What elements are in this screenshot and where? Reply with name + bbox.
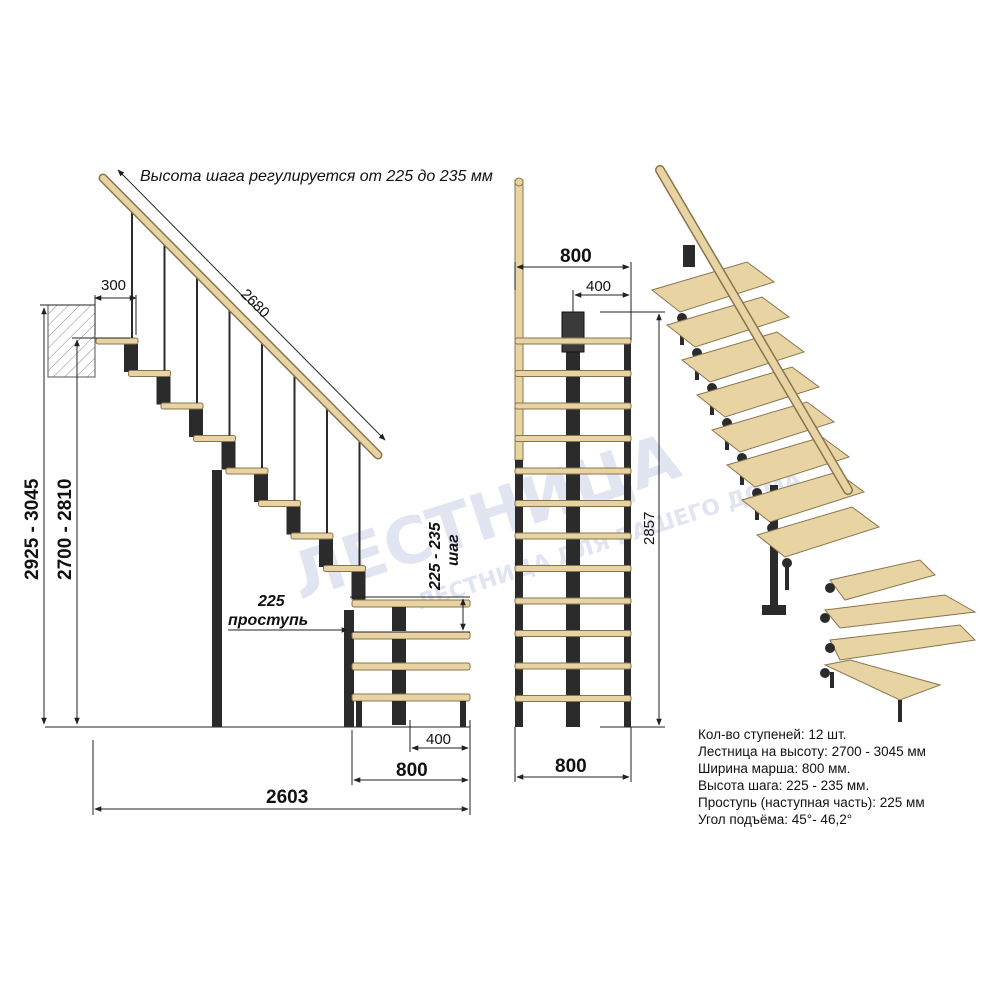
side-lower-leg (460, 701, 466, 727)
side-stringer-block (319, 539, 333, 567)
side-stringer-block (124, 344, 138, 372)
side-tread (225, 467, 269, 475)
side-stringer-block (351, 571, 366, 600)
front-treads (514, 337, 632, 702)
iso-tread (740, 471, 866, 523)
side-tread (258, 500, 301, 507)
iso-winder-tread (829, 559, 936, 601)
front-bottom-width-label: 800 (555, 756, 587, 777)
iso-joint (820, 668, 830, 678)
spec-tread: Проступь (наступная часть): 225 мм (698, 795, 925, 810)
spec-angle: Угол подъёма: 45°- 46,2° (698, 812, 853, 827)
front-tread (514, 695, 632, 702)
side-stringer-block (156, 376, 171, 405)
front-tread (514, 337, 632, 345)
front-height-label: 2857 (641, 512, 658, 545)
bottom-width-label: 800 (396, 760, 428, 781)
front-tread (514, 402, 632, 410)
side-lower-tread (351, 693, 471, 702)
height-total-label: 2925 - 3045 (22, 478, 43, 580)
front-tread (514, 565, 632, 572)
side-lower-block (392, 701, 406, 725)
front-tread (514, 597, 632, 605)
tread-width-label: 300 (101, 277, 126, 294)
side-lower-tread (351, 631, 471, 640)
step-adjust-note: Высота шага регулируется от 225 до 235 м… (140, 168, 493, 185)
rail-length-dimline (117, 169, 386, 441)
side-tread (323, 565, 366, 572)
side-stringer-block (221, 441, 236, 470)
iso-tread (755, 506, 881, 558)
tread-depth-word: проступь (228, 612, 308, 629)
front-tread (514, 435, 632, 442)
side-tread (160, 402, 204, 410)
front-tread (514, 630, 632, 637)
side-lower-tread (351, 662, 471, 671)
iso-winder-tread (824, 594, 977, 629)
iso-joint (820, 613, 830, 623)
spec-steps: Кол-во ступеней: 12 шт. (698, 727, 847, 742)
front-handrail-pole (514, 179, 524, 461)
upper-floor-slab (47, 304, 96, 378)
front-tread (514, 467, 632, 475)
side-tread (128, 370, 171, 377)
iso-winder-tread (823, 659, 942, 701)
side-stringer-block (254, 474, 268, 502)
iso-tread (665, 296, 791, 348)
support-column-lower (344, 610, 354, 727)
step-height-word: шаг (445, 534, 462, 566)
side-tread (193, 435, 236, 442)
side-lower-block (392, 607, 406, 631)
side-lower-block (392, 670, 406, 694)
front-column (566, 315, 580, 727)
iso-tread (680, 331, 806, 383)
side-stringer-block (286, 506, 301, 535)
iso-treads (650, 261, 977, 722)
spec-width: Ширина марша: 800 мм. (698, 761, 851, 776)
tread-depth-value: 225 (257, 593, 286, 610)
bottom-small-label: 400 (426, 731, 451, 748)
side-lower-tread (351, 599, 471, 608)
support-column (212, 470, 222, 727)
side-view: 2680 300 2925 - 3045 2700 - 2810 225 - 2… (22, 169, 471, 815)
spec-step-height: Высота шага: 225 - 235 мм. (698, 778, 870, 793)
side-steps (95, 211, 471, 727)
front-view: 800 400 2857 800 (514, 177, 665, 782)
side-stringer-block (189, 409, 203, 437)
iso-winder-tread (829, 624, 977, 661)
side-tread (95, 337, 139, 345)
handrail-highlight (100, 175, 381, 458)
side-lower-block (392, 639, 406, 663)
front-tread (514, 500, 632, 507)
side-lower-leg (356, 701, 362, 727)
iso-joint (825, 583, 835, 593)
isometric-view (650, 165, 977, 722)
front-tread (514, 662, 632, 670)
spec-height: Лестница на высоту: 2700 - 3045 мм (698, 744, 926, 759)
front-top-width-label: 800 (560, 246, 592, 267)
front-tread (514, 532, 632, 540)
specs-list: Кол-во ступеней: 12 шт. Лестница на высо… (698, 726, 993, 828)
front-tread (514, 370, 632, 377)
step-height-value: 225 - 235 (427, 521, 444, 591)
front-top-offset-label: 400 (586, 278, 611, 295)
total-length-label: 2603 (266, 787, 308, 808)
iso-joint (825, 643, 835, 653)
height-floor-label: 2700 - 2810 (55, 479, 76, 580)
side-tread (290, 532, 334, 540)
